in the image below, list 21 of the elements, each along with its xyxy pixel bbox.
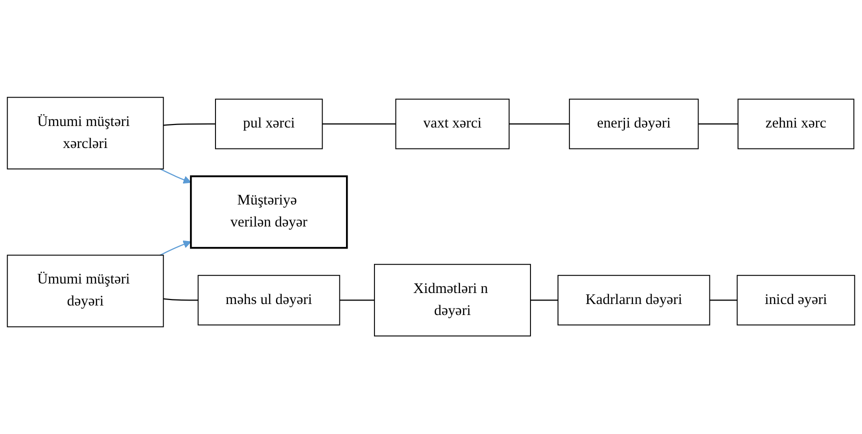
node-box: Ümumi müştəri xərcləri — [6, 97, 164, 170]
connector — [509, 124, 570, 125]
node-box: pul xərci — [215, 99, 323, 150]
arrow — [160, 168, 192, 184]
connector — [530, 300, 558, 302]
node-box: zehni xərc — [738, 99, 854, 150]
node-box: Xidmətləri n dəyəri — [374, 264, 531, 337]
node-box: inicd əyəri — [736, 275, 856, 326]
connector — [322, 124, 396, 125]
connector — [340, 300, 374, 302]
node-box: məhs ul dəyəri — [198, 275, 340, 326]
node-box: vaxt xərci — [395, 99, 510, 150]
node-box: Kadrların dəyəri — [558, 275, 710, 326]
node-box: Ümumi müştəri dəyəri — [6, 255, 164, 328]
connector — [698, 124, 738, 125]
connector — [163, 298, 198, 302]
connector — [710, 300, 738, 302]
connector — [163, 124, 216, 126]
arrow — [160, 240, 192, 256]
node-box: Müştəriyə verilən dəyər — [190, 176, 348, 250]
node-box: enerji dəyəri — [568, 99, 699, 150]
